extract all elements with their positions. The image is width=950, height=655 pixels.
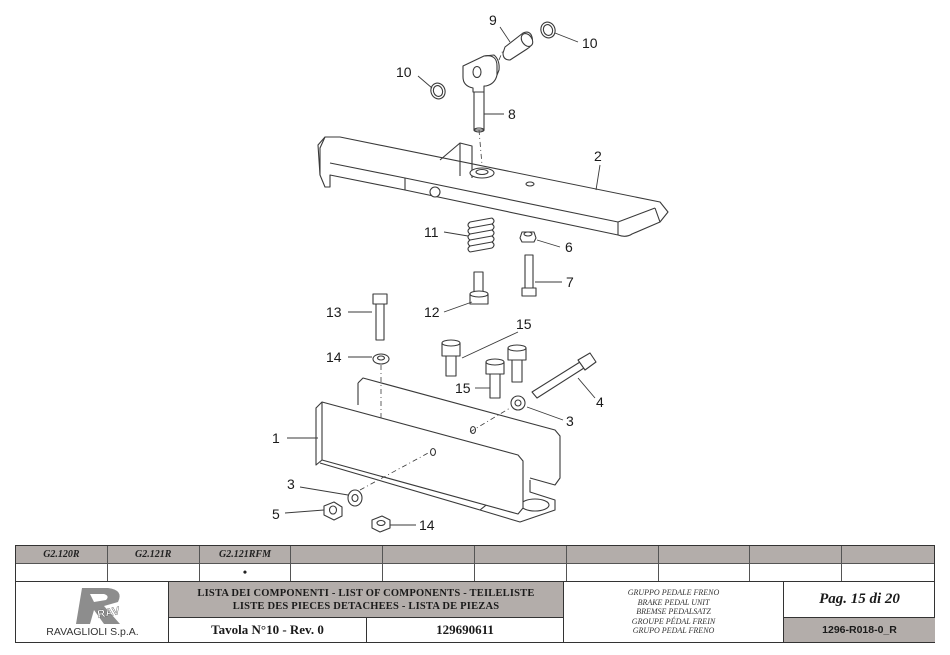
callout-6: 6 <box>565 239 573 255</box>
model-mark <box>842 564 934 581</box>
model-header <box>842 546 934 564</box>
part-5-nut <box>323 501 343 521</box>
callout-1: 1 <box>272 430 280 446</box>
table-revision: Tavola N°10 - Rev. 0 <box>169 618 367 642</box>
svg-text:RAV: RAV <box>96 605 121 621</box>
list-title-line1: LISTA DEI COMPONENTI - LIST OF COMPONENT… <box>197 587 535 599</box>
model-applicability-table: G2.120R G2.121R G2.121RFM • <box>15 545 935 582</box>
model-header <box>658 546 751 564</box>
callout-14: 14 <box>419 517 435 533</box>
model-header <box>291 546 384 564</box>
model-mark <box>658 564 751 581</box>
page-number: Pag. 15 di 20 <box>784 582 935 618</box>
model-header <box>383 546 475 564</box>
ravaglioli-logo-icon: RAV <box>76 588 121 624</box>
part-15-bolt-b <box>507 344 527 383</box>
model-header <box>566 546 659 564</box>
company-name: RAVAGLIOLI S.p.A. <box>46 626 139 638</box>
model-header <box>750 546 843 564</box>
title-block: RAV RAVAGLIOLI S.p.A. LISTA DEI COMPONEN… <box>15 582 935 643</box>
model-mark <box>750 564 843 581</box>
model-header: G2.121R <box>107 546 200 564</box>
part-11-spring <box>467 217 495 253</box>
part-12-bolt <box>469 271 489 305</box>
model-header: G2.121RFM <box>199 546 292 564</box>
callout-labels: 9 10 10 8 2 11 6 7 12 13 15 14 15 4 3 1 … <box>272 12 604 533</box>
model-mark <box>383 564 475 581</box>
callout-14: 14 <box>326 349 342 365</box>
leader-lines <box>284 26 601 526</box>
list-title-line2: LISTE DES PIECES DETACHEES - LISTA DE PI… <box>232 600 500 612</box>
model-header: G2.120R <box>16 546 108 564</box>
callout-5: 5 <box>272 506 280 522</box>
part-2-pedal-lever <box>317 136 669 237</box>
group-name: GRUPPO PEDALE FRENO <box>627 588 720 598</box>
exploded-parts-drawing: 9 10 10 8 2 11 6 7 12 13 15 14 15 4 3 1 … <box>272 12 669 533</box>
part-14-nut-lower <box>371 515 391 533</box>
part-9-pin <box>502 31 534 61</box>
callout-13: 13 <box>326 304 342 320</box>
callout-3: 3 <box>566 413 574 429</box>
callout-7: 7 <box>566 274 574 290</box>
model-mark <box>16 564 108 581</box>
part-7-stud <box>521 254 537 297</box>
callout-4: 4 <box>596 394 604 410</box>
drawing-code: 129690611 <box>367 618 564 642</box>
part-4-long-bolt <box>531 352 597 399</box>
model-mark: • <box>199 564 292 581</box>
callout-10: 10 <box>396 64 412 80</box>
model-mark <box>107 564 200 581</box>
part-10-ring-left <box>430 82 446 100</box>
callout-2: 2 <box>594 148 602 164</box>
group-name-cell: GRUPPO PEDALE FRENO BRAKE PEDAL UNIT BRE… <box>564 582 784 642</box>
group-name: BREMSE PEDALSATZ <box>636 607 711 617</box>
model-mark <box>566 564 659 581</box>
part-15-bolt-a <box>441 339 461 377</box>
group-name: GROUPE PÉDAL FREIN <box>631 616 716 626</box>
part-8-clevis <box>462 54 500 133</box>
callout-15: 15 <box>516 316 532 332</box>
part-6-nut <box>519 231 537 243</box>
model-mark <box>475 564 567 581</box>
callout-9: 9 <box>489 12 497 28</box>
group-name: GRUPO PEDAL FRENO <box>632 626 715 636</box>
part-10-ring-right <box>540 21 556 39</box>
part-3-washer-upper <box>510 395 526 411</box>
model-header <box>475 546 567 564</box>
model-mark <box>291 564 384 581</box>
part-13-bolt <box>372 293 388 341</box>
callout-10: 10 <box>582 35 598 51</box>
callout-12: 12 <box>424 304 440 320</box>
logo-cell: RAV RAVAGLIOLI S.p.A. <box>16 582 169 642</box>
callout-11: 11 <box>424 224 439 240</box>
part-15-bolt-c <box>485 358 505 399</box>
group-name: BRAKE PEDAL UNIT <box>637 597 710 607</box>
part-1-bracket <box>315 377 561 523</box>
callout-8: 8 <box>508 106 516 122</box>
callout-15: 15 <box>455 380 471 396</box>
list-of-components: LISTA DEI COMPONENTI - LIST OF COMPONENT… <box>169 582 564 618</box>
callout-3: 3 <box>287 476 295 492</box>
part-3-washer-lower <box>347 489 363 507</box>
part-14-nut-upper <box>372 353 390 365</box>
document-reference: 1296-R018-0_R <box>784 618 935 642</box>
assembly-axes <box>359 49 511 491</box>
